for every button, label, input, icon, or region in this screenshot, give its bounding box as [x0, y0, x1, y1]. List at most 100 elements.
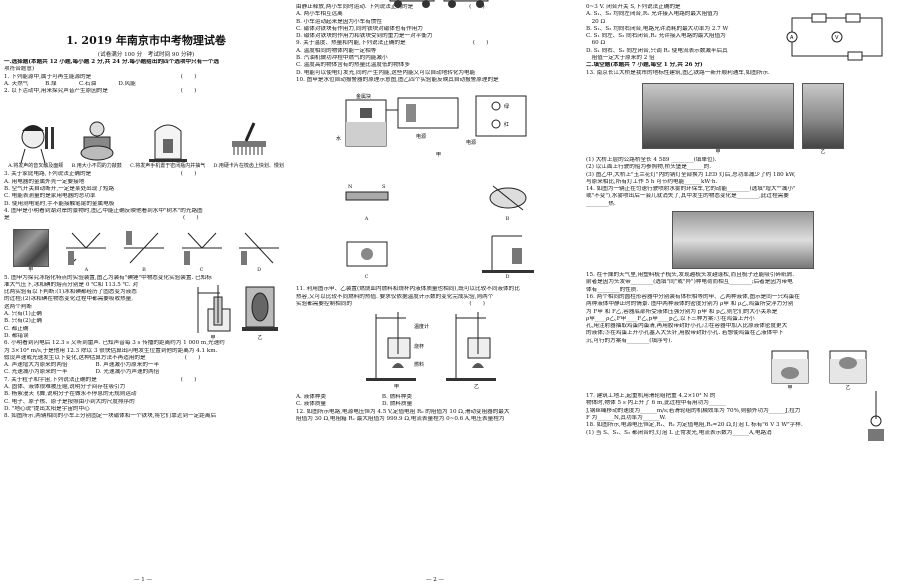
green-light-label: 绿 [504, 103, 509, 110]
q17-block: 17. 建筑工地上,起重机用滑轮组把重 4.2×10³ N 的 物体时,物体 5… [586, 389, 900, 446]
ice-melting-apparatus [197, 284, 231, 333]
figure-label: 乙 [820, 148, 826, 155]
text-line: (3) 图乙中,大桥上"玉兰花灯"内的钠灯全部换为 LED 灯后,总功率减少了约… [586, 171, 796, 178]
tuning-fork-face-image [20, 125, 54, 164]
text-line: 沉,可行的方案有________(填序号). [586, 337, 673, 344]
text-line: A. 液体种类 B. 燃料种类 [296, 394, 412, 401]
text-line: 与原来相比,所有灯工作 5 h 可节约电能______kW·h. [586, 178, 718, 185]
q10-option-d: D [478, 232, 538, 280]
text-line: 为 F甲 和 F乙,容器底部所受液体压强分别为 p甲 和 p乙,则它们的大小关系… [586, 308, 778, 315]
figure-label: C [364, 274, 369, 281]
caption: A.将发声的音叉触及面颊 [8, 163, 64, 170]
text-line: D. 电能可以使电灯发光,同时产生内能,这些内能又可以自动地转化为电能 [296, 69, 476, 76]
figure-label: A [84, 266, 89, 273]
q2-option-c: C.将发声手机置于密闭瓶内并抽气 [130, 119, 205, 169]
text-line: C. S₁ 向左、S₂ 向右闭合,Rₓ 允许接入电路的最大阻值为 [586, 33, 726, 40]
figure-label: 甲 [210, 334, 216, 341]
column-2: 由静止释放,两小车同时运动. 下列说法正确的是 ( ) A. 两小车相互远离 B… [296, 0, 578, 585]
text-line: 为 3×10⁸ m/s,于是他用 12.3 除以 3 很快估算出闪电发生位置到他… [4, 347, 218, 354]
electromagnet-stand-diagram [481, 235, 534, 274]
figure-label: D [257, 266, 262, 273]
text-line: C. 磁体对铁块有作用力,同时铁块对磁体也有作用力 [296, 25, 423, 32]
spray-truck-photo [672, 211, 814, 270]
text-line: A. S₁、S₂ 均向左闭合,Rₓ 允许接入电路的最大阻值为 [586, 11, 719, 18]
text-line: 60 Ω [586, 40, 606, 47]
text-line: 实验都需要控制相同的 ( ) [296, 300, 485, 307]
page-number: — 1 — [134, 577, 152, 583]
text-line: ________热. [586, 200, 616, 207]
text-line: C. 都正确 [4, 325, 29, 332]
text-line: 由静止释放,两小车同时运动. 下列说法正确的是 ( ) [296, 4, 485, 10]
text-line: 10. 图甲是水位自动报警器的原理示意图,图乙四个实验能反映其自动报警原理的是 [296, 76, 499, 83]
figure-label: A [364, 216, 369, 223]
text-line: A. 声速增大为原来的两倍 B. 声速减小为原来的一半 [4, 362, 160, 369]
text-line: A. 天然气 B.煤 C.石油 D.风能 [4, 80, 136, 87]
svg-text:S: S [382, 184, 386, 190]
text-line: (2) 以江面上行驶的船为参照物,桥头堡是______的. [586, 164, 712, 171]
iodine-hammer-apparatus [242, 286, 278, 331]
q10-options-2: C D [296, 224, 578, 280]
water-alarm-diagram: 水 电源 电源 绿 红 金属块 甲 [336, 93, 527, 158]
text-line: 热容,又可以比较不同燃料的热值. 要求仅依据温度计示数的变化完成实验,则两个 [296, 293, 494, 300]
q13-figure-b: 乙 [802, 82, 844, 155]
text-line: 15. 在干燥的天气里,用塑料梳子梳头,发现越梳头发越蓬松,而且梳子还能吸引碎纸… [586, 272, 794, 279]
text-line: 两种液体中静止时的情景. 图中两种液体的密度分别为 ρ甲 和 ρ乙,鸡蛋所受浮力… [586, 301, 794, 308]
page-number: — 2 — [426, 577, 444, 583]
text-line: D. 都错误 [4, 332, 29, 339]
red-light-label: 红 [504, 121, 509, 128]
comb-card-image [231, 122, 266, 156]
text-line: B. 空气开关自动断开,一定是某处出现了短路 [4, 186, 115, 193]
text-line: D. 磁体对铁块的作用力和铁块受到的重力是一对平衡力 [296, 33, 433, 40]
q5-block: 5. 图甲为探究冰熔化特点的实验装置,图乙为装有"碘锤"中物态变化实验装置. 已… [4, 275, 288, 341]
text-line: 4. 图甲是小明看到湖对岸的景物时,图乙中能正确反映他看到水中"树木"的光路图 [4, 207, 203, 214]
text-line: 的过程;(2)冰和碘在物态变化过程中都需要吸收热量, [4, 296, 134, 303]
text-line: C. 液体质量 D. 燃料质量 [296, 401, 413, 408]
q5-figures: 甲 乙 [194, 283, 280, 341]
text-line: 这两个判断 [4, 303, 32, 310]
q12-circuit-diagram: A V [782, 10, 894, 64]
text-line: B. 汽油机做功冲程中燃气的内能减小 [296, 55, 388, 62]
text-line: 是 ( ) [4, 215, 199, 222]
text-line: 准大气压下,冰和碘的熔点分别是 0 ℃和 113.5 ℃. 对 [4, 281, 139, 288]
text-line: 18. 如图所示,电源电压恒定,R₁、R₂ 为定值电阻,R₂=20 Ω,灯泡 L… [586, 422, 803, 429]
crane-diagram [856, 389, 896, 446]
text-line: 9. 关于温度、热量和内能,下列说法正确的是 ( ) [296, 40, 489, 47]
text-line: 阻值为 30 Ω,电阻箱 Rₓ 最大阻值为 999.9 Ω,电流表量程为 0~0… [296, 416, 505, 423]
q10-option-c: C [337, 232, 397, 280]
text-line: C. 光速减小为原来的一半 D. 光速减小为声速的两倍 [4, 369, 160, 376]
text-line: B. 只有(2)正确 [4, 318, 42, 325]
thermometer-label: 温度计 [414, 323, 429, 330]
figure-label: 乙 [474, 383, 479, 390]
section-heading: 一.选择题(本题共 12 小题,每小题 2 分,共 24 分.每小题给出的四个选… [4, 59, 219, 65]
text-line: 1. 下列能源中,属于可再生能源的是 ( ) [4, 73, 197, 80]
figure-label: 乙 [845, 385, 851, 392]
q2-option-a: A.将发声的音叉触及面颊 [8, 119, 63, 169]
text-line: 物体时,物体 5 s 内上升了 6 m,此过程中有用功为______ [586, 400, 726, 407]
text-line: (1) 大桥上层的公路桥全长 4 589 ________(填单位). [586, 156, 717, 163]
text-line: A. 用电器的金属外壳一定要接地 [4, 178, 85, 185]
q4-option-d: D [239, 229, 280, 273]
text-line: 11. 利用图示甲、乙装置(燃烧皿内燃料和烧杯内液体质量也相同),既可以比较不同… [296, 286, 520, 293]
text-line: 8. 如图所示,两辆相同的小车上分别固定一块磁体和一个铁块,将它们靠近到一定距离… [4, 413, 217, 420]
light-path-diagram [123, 230, 164, 263]
q4-option-b: B [123, 229, 164, 273]
caption: D.用硬卡片在梳齿上快划、慢划 [213, 163, 284, 170]
text-line: 20 Ω [586, 18, 606, 25]
caption: B.用大小不同的力敲鼓 [71, 163, 122, 170]
svg-text:V: V [835, 35, 839, 41]
text-line: 比两实验有以下判断:(1)冰和碘都经历了固态变为液态 [4, 289, 137, 296]
beaker-label: 烧杯 [414, 343, 424, 350]
q4-option-c: C [181, 229, 222, 273]
light-path-diagram [66, 232, 107, 265]
light-path-diagram [181, 232, 222, 265]
text-line: ρ甲____ρ乙,F甲____F乙,p甲____p乙,以下三种方案:①在鸡蛋上开… [586, 315, 755, 322]
text-line: B. 杨絮漫天飞舞,说明分子在做永不停息的无规则运动 [4, 391, 137, 398]
figure-label: 乙 [257, 334, 263, 341]
text-line: 3. 关于家庭电路,下列说法正确的是 ( ) [4, 171, 197, 178]
q5-figure-b: 乙 [240, 283, 280, 341]
drum-image [80, 121, 114, 161]
text-line: 项符合题意) [4, 66, 35, 73]
q12-block: 0~3 V. 闭合开关 S,下列说法正确的是 A. S₁、S₂ 均向左闭合,Rₓ… [586, 4, 900, 64]
text-line: 16. 两个相同的圆柱形容器中分别装有体积相等的甲、乙两种液体,图示是同一只鸡蛋… [586, 293, 800, 300]
